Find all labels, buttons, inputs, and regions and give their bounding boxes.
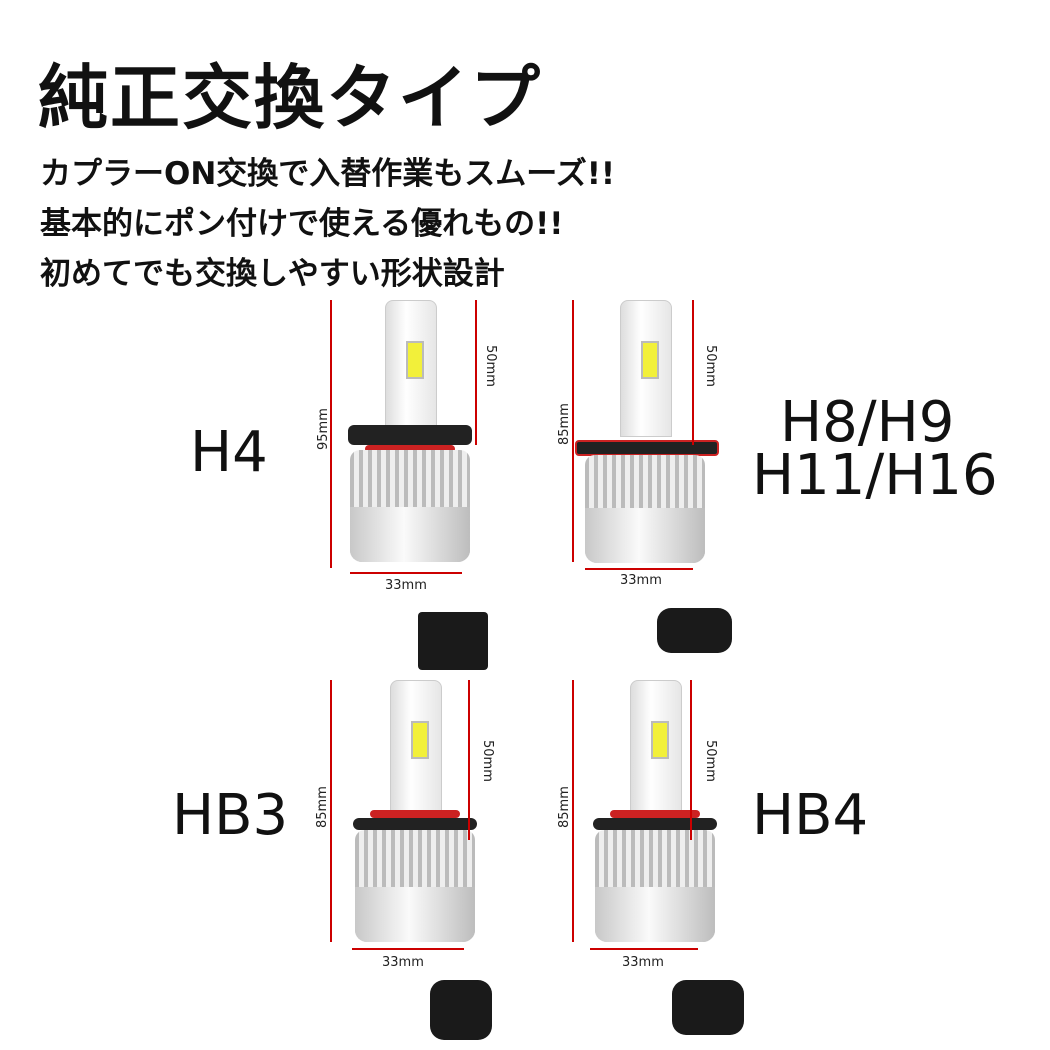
- dim-total: 95mm: [316, 408, 331, 450]
- dim-total: 85mm: [315, 786, 330, 828]
- dim-line-total: [572, 300, 574, 562]
- dim-top: 50mm: [483, 345, 498, 387]
- bulb-hb4: [585, 680, 725, 950]
- dim-line-width: [350, 572, 462, 574]
- dim-top: 50mm: [480, 740, 495, 782]
- feature-line-1: カプラーON交換で入替作業もスムーズ!!: [40, 156, 616, 192]
- dim-width: 33mm: [382, 955, 424, 970]
- dim-width: 33mm: [385, 578, 427, 593]
- feature-line-2: 基本的にポン付けで使える優れもの!!: [40, 206, 564, 242]
- feature-line-3: 初めてでも交換しやすい形状設計: [40, 256, 505, 292]
- connector-hb4: [672, 980, 744, 1035]
- dim-line-top: [468, 680, 470, 840]
- dim-width: 33mm: [622, 955, 664, 970]
- label-h4: H4: [190, 420, 268, 485]
- label-h8-h9: H8/H9: [780, 390, 955, 455]
- label-h11-h16: H11/H16: [752, 443, 998, 508]
- dim-total: 85mm: [557, 403, 572, 445]
- dim-line-total: [572, 680, 574, 942]
- dim-top: 50mm: [703, 740, 718, 782]
- dim-line-top: [475, 300, 477, 445]
- dim-line-total: [330, 300, 332, 568]
- dim-line-top: [692, 300, 694, 445]
- dim-width: 33mm: [620, 573, 662, 588]
- label-hb4: HB4: [752, 783, 869, 848]
- bulb-h8: [575, 300, 719, 570]
- dim-total: 85mm: [557, 786, 572, 828]
- dim-line-top: [690, 680, 692, 840]
- connector-hb3: [430, 980, 492, 1040]
- dim-top: 50mm: [703, 345, 718, 387]
- dim-line-width: [352, 948, 464, 950]
- bulb-h4: [340, 300, 480, 570]
- dim-line-width: [585, 568, 693, 570]
- page-title: 純正交換タイプ: [38, 57, 542, 139]
- bulb-hb3: [345, 680, 485, 950]
- connector-h8: [657, 608, 732, 653]
- dim-line-width: [590, 948, 698, 950]
- connector-h4: [418, 612, 488, 670]
- dim-line-total: [330, 680, 332, 942]
- label-hb3: HB3: [172, 783, 289, 848]
